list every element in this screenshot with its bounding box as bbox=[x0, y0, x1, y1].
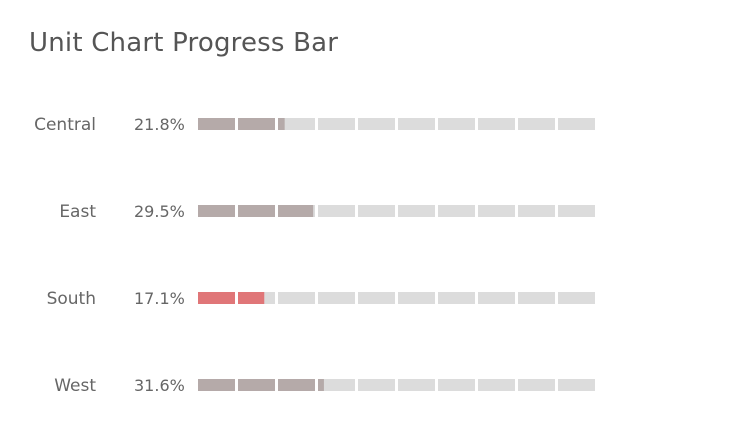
unit-empty bbox=[438, 292, 475, 304]
progress-row-west: West 31.6% bbox=[54, 376, 595, 396]
unit-filled bbox=[278, 379, 315, 391]
unit-empty bbox=[278, 118, 315, 130]
unit-filled bbox=[278, 205, 314, 217]
unit-empty bbox=[438, 118, 475, 130]
unit-empty bbox=[438, 379, 475, 391]
category-label: South bbox=[47, 289, 96, 309]
progress-row-central: Central 21.8% bbox=[34, 115, 595, 135]
unit-filled bbox=[238, 379, 275, 391]
unit-filled bbox=[198, 292, 235, 304]
category-label: West bbox=[54, 376, 96, 396]
unit-empty bbox=[318, 205, 355, 217]
unit-empty bbox=[558, 205, 595, 217]
unit-empty bbox=[398, 205, 435, 217]
category-label: Central bbox=[34, 115, 96, 135]
unit-empty bbox=[478, 205, 515, 217]
unit-empty bbox=[398, 118, 435, 130]
unit-empty bbox=[318, 292, 355, 304]
unit-empty bbox=[478, 292, 515, 304]
unit-filled bbox=[238, 292, 265, 304]
unit-empty bbox=[398, 292, 435, 304]
unit-filled bbox=[238, 205, 275, 217]
unit-empty bbox=[398, 379, 435, 391]
unit-empty bbox=[438, 205, 475, 217]
value-label: 21.8% bbox=[134, 115, 185, 134]
unit-empty bbox=[558, 118, 595, 130]
unit-empty bbox=[358, 379, 395, 391]
unit-empty bbox=[318, 379, 355, 391]
unit-filled bbox=[318, 379, 324, 391]
progress-row-east: East 29.5% bbox=[59, 202, 595, 222]
unit-filled bbox=[198, 379, 235, 391]
value-label: 17.1% bbox=[134, 289, 185, 308]
value-label: 31.6% bbox=[134, 376, 185, 395]
unit-empty bbox=[358, 292, 395, 304]
category-label: East bbox=[59, 202, 96, 222]
unit-empty bbox=[278, 292, 315, 304]
unit-empty bbox=[558, 292, 595, 304]
progress-row-south: South 17.1% bbox=[47, 289, 595, 309]
unit-empty bbox=[518, 205, 555, 217]
unit-filled bbox=[198, 118, 235, 130]
unit-empty bbox=[318, 118, 355, 130]
unit-filled bbox=[198, 205, 235, 217]
unit-empty bbox=[518, 292, 555, 304]
value-label: 29.5% bbox=[134, 202, 185, 221]
unit-empty bbox=[518, 118, 555, 130]
unit-empty bbox=[478, 118, 515, 130]
unit-filled bbox=[238, 118, 275, 130]
unit-filled bbox=[278, 118, 285, 130]
unit-empty bbox=[358, 205, 395, 217]
unit-empty bbox=[478, 379, 515, 391]
unit-empty bbox=[558, 379, 595, 391]
chart-title: Unit Chart Progress Bar bbox=[29, 28, 339, 58]
unit-empty bbox=[358, 118, 395, 130]
unit-empty bbox=[518, 379, 555, 391]
